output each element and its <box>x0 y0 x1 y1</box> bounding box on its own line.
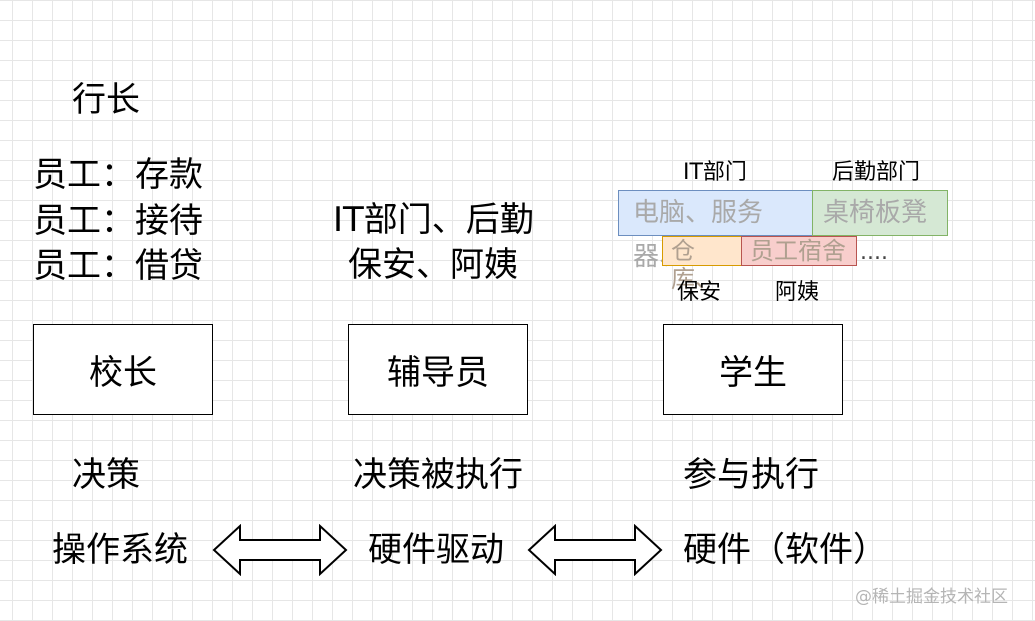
os-label: 操作系统 <box>52 530 188 570</box>
it-items-box: 电脑、服务器、 <box>618 190 813 272</box>
cleaning-items-box: 员工宿舍 <box>741 236 857 266</box>
hardware-label: 硬件（软件） <box>683 530 887 570</box>
student-box: 学生 <box>663 324 843 415</box>
role-decision: 决策 <box>72 455 140 495</box>
employee-loan-label: 员工：借贷 <box>33 246 203 286</box>
double-arrow-icon <box>212 524 348 576</box>
double-arrow-icon <box>527 524 663 576</box>
cleaning-label: 阿姨 <box>775 280 820 305</box>
bank-president-label: 行长 <box>72 80 140 120</box>
logistics-items-box: 桌椅板凳 <box>812 190 948 236</box>
employee-reception-label: 员工：接待 <box>33 201 203 241</box>
principal-box: 校长 <box>33 324 213 415</box>
departments-line-1: IT部门、后勤 <box>333 200 534 240</box>
driver-label: 硬件驱动 <box>368 530 504 570</box>
student-label: 学生 <box>719 353 787 393</box>
counselor-box: 辅导员 <box>348 324 528 415</box>
logistics-dept-label: 后勤部门 <box>832 160 921 185</box>
departments-line-2: 保安、阿姨 <box>348 245 518 285</box>
watermark: @稀土掘金技术社区 <box>855 587 1008 607</box>
ellipsis: .... <box>860 240 888 265</box>
counselor-label: 辅导员 <box>387 353 489 393</box>
role-decision-executed: 决策被执行 <box>353 455 523 495</box>
security-items-box: 仓库、 <box>662 236 742 293</box>
employee-deposit-label: 员工：存款 <box>33 155 203 195</box>
role-participate-execute: 参与执行 <box>683 455 819 495</box>
principal-label: 校长 <box>89 353 157 393</box>
it-dept-label: IT部门 <box>683 160 747 185</box>
security-label: 保安 <box>677 280 722 305</box>
